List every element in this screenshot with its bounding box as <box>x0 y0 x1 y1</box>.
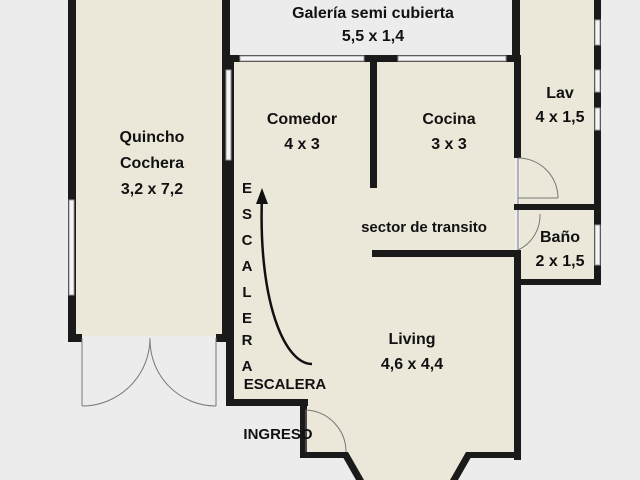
wall-bay-right <box>450 452 474 480</box>
galeria-name: Galería semi cubierta <box>292 5 454 22</box>
ingreso-label: INGRESO <box>243 426 313 443</box>
wall-bay-left <box>340 452 364 480</box>
wall-quincho-bottom-left <box>68 334 82 342</box>
wall-east-lower <box>514 250 521 460</box>
wall-cocina-divider <box>370 55 377 188</box>
stair-arrow-line <box>260 195 313 366</box>
stair-letter: R <box>242 332 253 349</box>
wall-transito <box>372 250 520 257</box>
stair-letter: S <box>242 206 252 223</box>
cocina-size: 3 x 3 <box>431 136 467 153</box>
wall-lav-bano <box>514 204 601 210</box>
stair-letter: L <box>242 284 251 301</box>
floor-lav <box>520 0 594 204</box>
wall-living-bottom <box>226 399 308 406</box>
galeria-size: 5,5 x 1,4 <box>342 28 404 45</box>
stair-letter: A <box>242 358 253 375</box>
wall-quincho-bottom-right <box>216 334 230 342</box>
living-size: 4,6 x 4,4 <box>381 356 443 373</box>
walls <box>68 0 601 480</box>
window-quincho-left <box>68 199 75 296</box>
window-lav-low <box>594 107 601 131</box>
floor-quincho <box>74 0 224 336</box>
stair-letter: E <box>242 180 252 197</box>
windows <box>68 19 601 296</box>
doors <box>81 157 559 453</box>
transito-label: sector de transito <box>361 219 487 236</box>
living-name: Living <box>388 331 435 348</box>
window-bano <box>594 224 601 266</box>
bano-name: Baño <box>540 229 580 246</box>
door-lav[interactable] <box>517 157 559 204</box>
door-bano[interactable] <box>517 210 541 251</box>
wall-living-left <box>226 60 234 406</box>
wall-lav-right <box>594 0 601 285</box>
quincho-name-2: Cochera <box>120 155 184 172</box>
window-lav-mid <box>594 69 601 93</box>
wall-ingreso-left <box>300 399 307 457</box>
window-comedor <box>239 55 365 62</box>
door-ingreso[interactable] <box>305 409 347 453</box>
lav-name: Lav <box>546 85 574 102</box>
stair-arrow <box>256 188 313 366</box>
floor-bay-window <box>345 455 470 480</box>
wall-quincho-left <box>68 0 76 342</box>
wall-galeria-right <box>512 0 520 62</box>
comedor-size: 4 x 3 <box>284 136 320 153</box>
stair-letter: A <box>242 258 253 275</box>
wall-east-upper <box>514 55 521 158</box>
cocina-name: Cocina <box>422 111 475 128</box>
stair-label: ESCALERA <box>244 376 327 393</box>
stair-letter: E <box>242 310 252 327</box>
comedor-name: Comedor <box>267 111 337 128</box>
window-cocina <box>397 55 507 62</box>
quincho-name-1: Quincho <box>120 129 185 146</box>
floor-ingreso <box>306 400 516 455</box>
wall-bano-bottom <box>520 279 601 285</box>
window-lav-top <box>594 19 601 46</box>
floor-bano <box>520 210 594 280</box>
bano-size: 2 x 1,5 <box>536 253 585 270</box>
lav-size: 4 x 1,5 <box>536 109 585 126</box>
wall-ingreso-bottom-left <box>300 452 346 458</box>
labels: Galería semi cubierta 5,5 x 1,4 Quincho … <box>120 5 585 443</box>
arrow-head-icon <box>256 188 268 204</box>
stair-letter: C <box>242 232 253 249</box>
quincho-size: 3,2 x 7,2 <box>121 181 183 198</box>
wall-ingreso-bottom-right <box>468 452 520 458</box>
window-quincho-side <box>225 69 232 161</box>
door-quincho[interactable] <box>81 337 217 407</box>
